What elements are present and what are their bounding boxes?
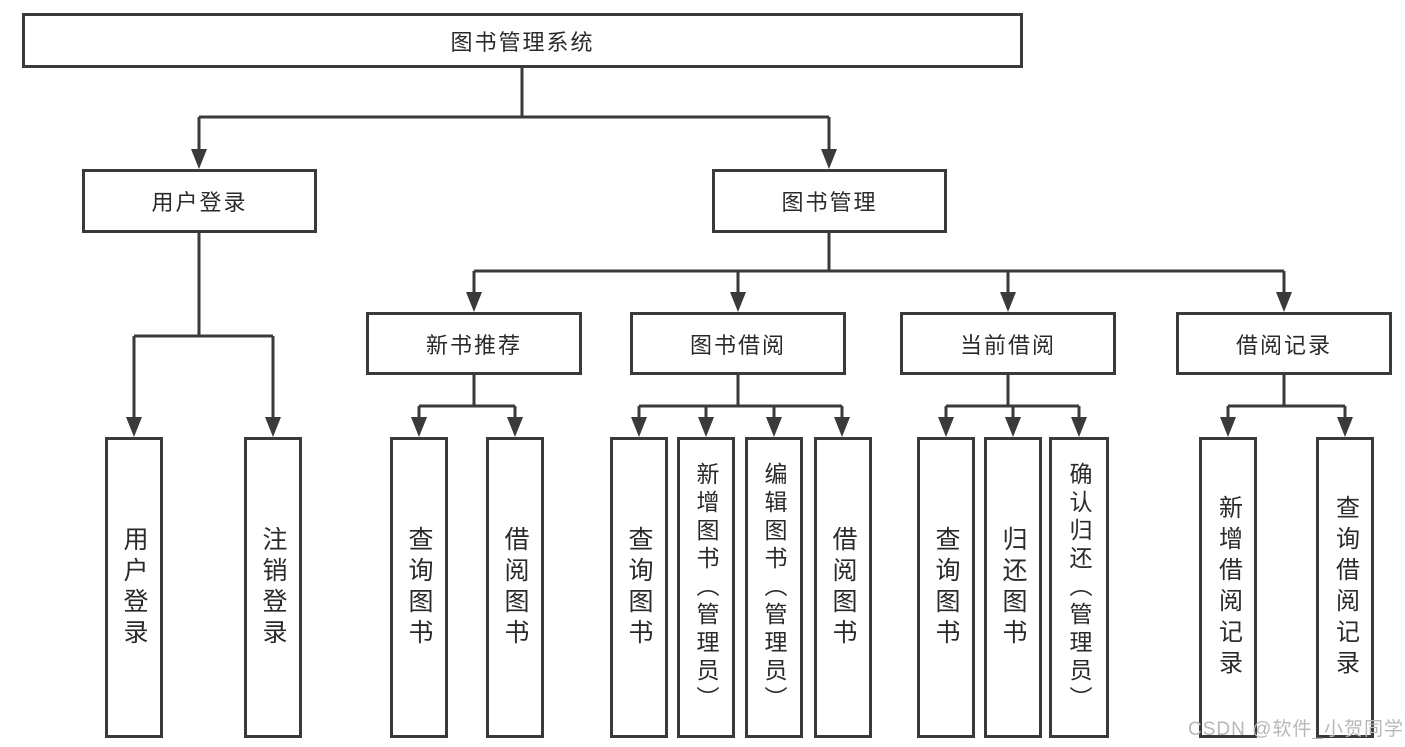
leaf-query-book-newbook-label: 查询图书 xyxy=(405,525,433,650)
leaf-borrow-book-newbook-label: 借阅图书 xyxy=(501,525,529,650)
leaf-borrow-book-newbook: 借阅图书 xyxy=(486,437,544,738)
node-book-management: 图书管理 xyxy=(712,169,947,233)
leaf-query-borrow-record-label: 查询借阅记录 xyxy=(1331,494,1359,681)
leaf-confirm-return-admin-label: 确认归还（管理员） xyxy=(1066,461,1092,714)
leaf-query-book-newbook: 查询图书 xyxy=(390,437,448,738)
connector-root-to-level2 xyxy=(197,68,831,150)
leaf-user-login: 用户登录 xyxy=(105,437,163,738)
leaf-add-borrow-record-label: 新增借阅记录 xyxy=(1214,494,1242,681)
leaf-borrow-book-borrowgroup: 借阅图书 xyxy=(814,437,872,738)
leaf-return-book-label: 归还图书 xyxy=(999,525,1027,650)
arrowheads-bookmgmt-to-level3 xyxy=(466,292,1292,312)
node-borrow-record: 借阅记录 xyxy=(1176,312,1392,375)
arrowheads-newbook-to-leaves xyxy=(411,417,523,437)
leaf-confirm-return-admin: 确认归还（管理员） xyxy=(1049,437,1109,738)
leaf-borrow-book-borrowgroup-label: 借阅图书 xyxy=(829,525,857,650)
node-new-book-recommend: 新书推荐 xyxy=(366,312,582,375)
leaf-add-book-admin-label: 新增图书（管理员） xyxy=(693,461,719,714)
leaf-logout: 注销登录 xyxy=(244,437,302,738)
leaf-return-book: 归还图书 xyxy=(984,437,1042,738)
connector-newbook-to-leaves xyxy=(417,375,517,418)
connector-borrowrecord-to-leaves xyxy=(1226,375,1347,418)
connector-currentborrow-to-leaves xyxy=(944,375,1081,418)
node-root-library-system: 图书管理系统 xyxy=(22,13,1023,68)
arrowheads-userlogin-to-leaves xyxy=(126,417,281,437)
leaf-edit-book-admin: 编辑图书（管理员） xyxy=(745,437,803,738)
leaf-query-book-currentgroup-label: 查询图书 xyxy=(932,525,960,650)
connector-userlogin-to-leaves xyxy=(132,233,275,418)
leaf-logout-label: 注销登录 xyxy=(259,525,287,650)
leaf-add-book-admin: 新增图书（管理员） xyxy=(677,437,735,738)
arrowheads-borrowrecord-to-leaves xyxy=(1220,417,1353,437)
arrowheads-currentborrow-to-leaves xyxy=(938,417,1087,437)
leaf-query-book-currentgroup: 查询图书 xyxy=(917,437,975,738)
connector-bookmgmt-to-level3 xyxy=(472,233,1286,293)
leaf-add-borrow-record: 新增借阅记录 xyxy=(1199,437,1257,738)
leaf-query-borrow-record: 查询借阅记录 xyxy=(1316,437,1374,738)
csdn-watermark: CSDN @软件_小贺同学 xyxy=(1188,719,1404,740)
leaf-query-book-borrowgroup: 查询图书 xyxy=(610,437,668,738)
arrowheads-bookborrow-to-leaves xyxy=(631,417,850,437)
leaf-edit-book-admin-label: 编辑图书（管理员） xyxy=(761,461,787,714)
connector-bookborrow-to-leaves xyxy=(637,375,844,418)
leaf-query-book-borrowgroup-label: 查询图书 xyxy=(625,525,653,650)
arrowheads-root-to-level2 xyxy=(191,149,837,169)
node-current-borrow: 当前借阅 xyxy=(900,312,1116,375)
node-book-borrow: 图书借阅 xyxy=(630,312,846,375)
node-user-login: 用户登录 xyxy=(82,169,317,233)
leaf-user-login-label: 用户登录 xyxy=(120,525,148,650)
